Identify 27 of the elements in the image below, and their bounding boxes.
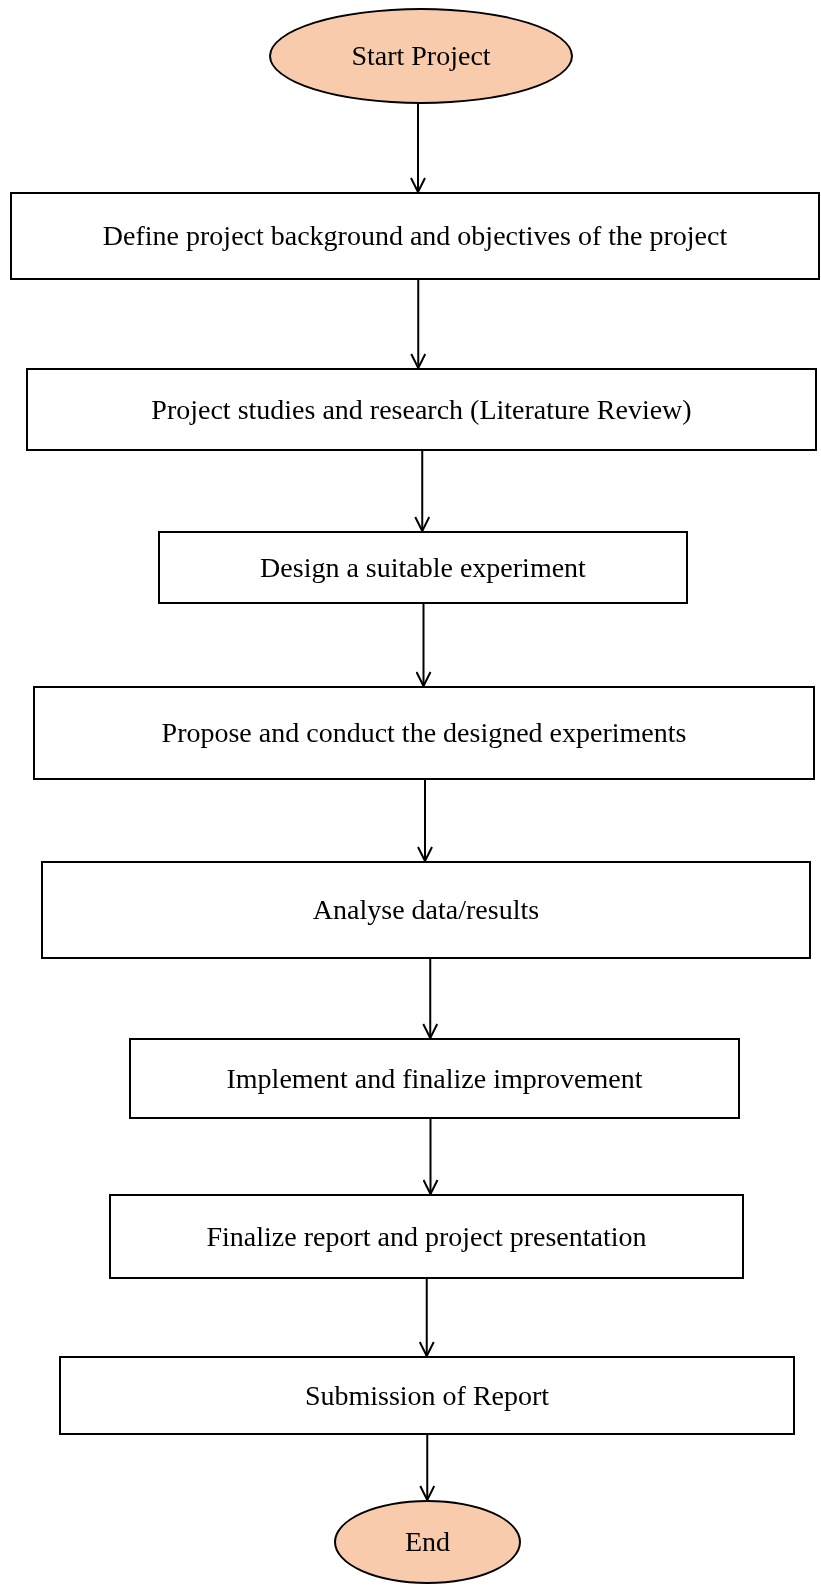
node-text: Submission of Report	[304, 1379, 550, 1412]
arrow	[422, 1118, 439, 1195]
node-text: Implement and finalize improvement	[226, 1062, 643, 1095]
process-box	[10, 192, 820, 280]
process-box	[41, 861, 811, 959]
node-text: Start Project	[351, 40, 491, 72]
node-text: Propose and conduct the designed experiments	[161, 717, 687, 749]
arrow	[418, 1278, 435, 1357]
node-text: Design a suitable experiment	[260, 551, 586, 584]
arrow	[414, 450, 431, 532]
arrow	[422, 958, 439, 1039]
node-text: Finalize report and project presentation	[206, 1220, 647, 1253]
node-text: Project studies and research (Literature Review)	[151, 393, 692, 426]
node-text: Define project background and objectives of the project	[102, 220, 728, 252]
process-box	[129, 1038, 740, 1119]
process-box	[109, 1194, 744, 1279]
process-box	[33, 686, 815, 780]
arrow	[415, 603, 432, 687]
node-text: Analyse data/results	[312, 894, 540, 926]
process-box	[158, 531, 688, 604]
node-text: End	[404, 1526, 451, 1558]
arrow	[419, 1434, 436, 1501]
process-box	[26, 368, 817, 451]
arrow	[410, 103, 426, 193]
process-box	[59, 1356, 795, 1435]
arrow	[410, 279, 427, 369]
arrow	[417, 779, 433, 862]
